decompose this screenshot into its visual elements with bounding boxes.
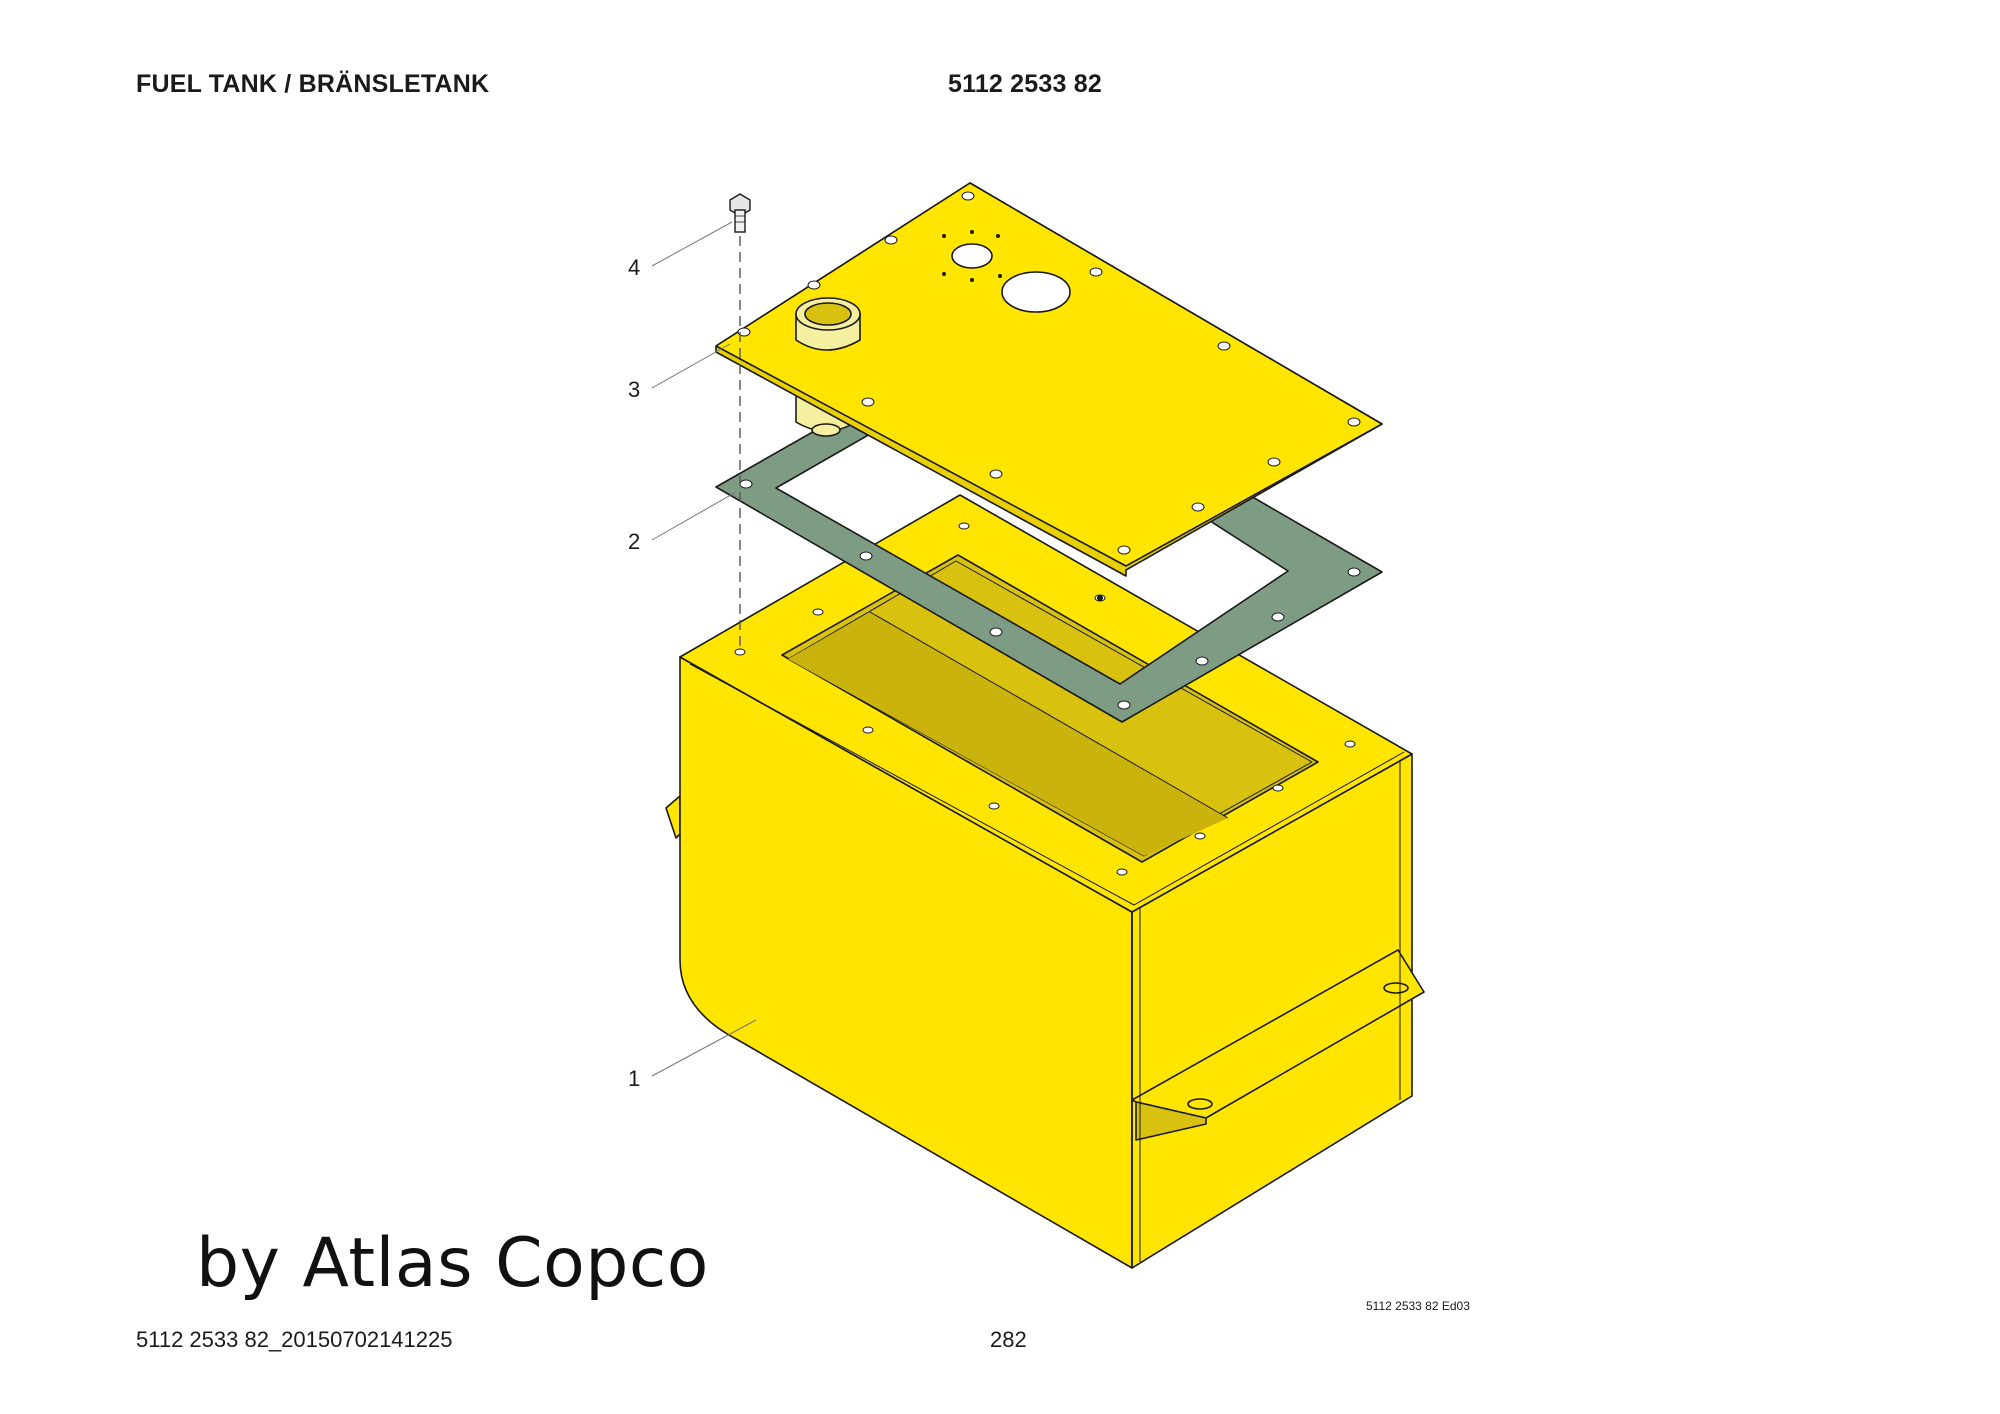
page-number: 282 (990, 1327, 1027, 1352)
callout-3: 3 (628, 377, 640, 402)
callout-1: 1 (628, 1066, 640, 1091)
bolt (729, 193, 751, 233)
watermark: by Atlas Copco (196, 1224, 709, 1303)
callout-leaders (651, 221, 757, 1077)
cover-plate (715, 182, 1383, 577)
document-id: 5112 2533 82_20150702141225 (136, 1327, 453, 1352)
edition-label: 5112 2533 82 Ed03 (1366, 1299, 1470, 1313)
callout-2: 2 (628, 529, 640, 554)
tank-body (665, 494, 1425, 1269)
left-bracket (665, 795, 681, 839)
sender-opening (951, 243, 993, 269)
large-opening (1001, 271, 1071, 313)
part-number: 5112 2533 82 (948, 70, 1102, 98)
callout-4: 4 (628, 255, 640, 280)
page-title: FUEL TANK / BRÄNSLETANK (136, 70, 490, 98)
tank-front-face (679, 656, 1133, 1269)
